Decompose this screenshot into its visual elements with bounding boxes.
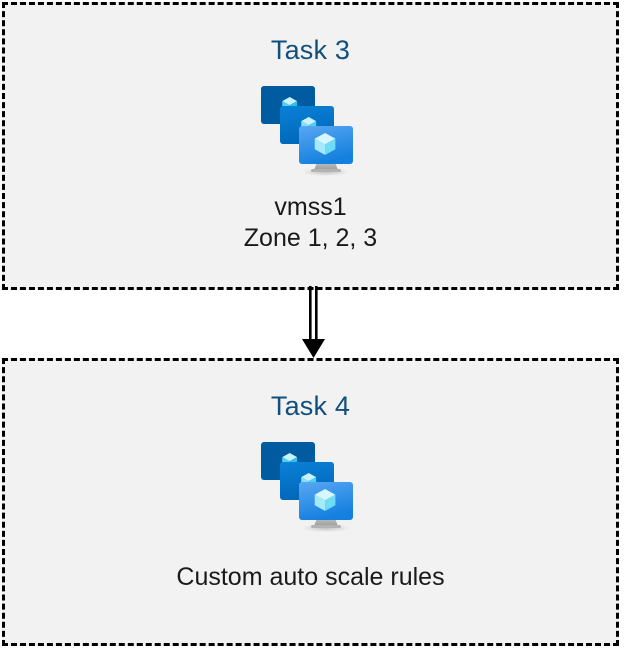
task-caption-task4: Custom auto scale rules	[176, 563, 445, 591]
task-title-task4: Task 4	[270, 391, 351, 421]
azure-vm-scale-set-icon	[260, 86, 353, 176]
task-title-task3: Task 3	[270, 35, 351, 65]
azure-vm-scale-set-icon	[260, 442, 353, 532]
task-caption-task3: vmss1 Zone 1, 2, 3	[243, 193, 378, 252]
task-node-task3[interactable]: Task 3	[2, 2, 619, 290]
task-node-task4[interactable]: Task 4	[2, 358, 619, 646]
connector-arrow-task3-to-task4	[302, 286, 325, 358]
